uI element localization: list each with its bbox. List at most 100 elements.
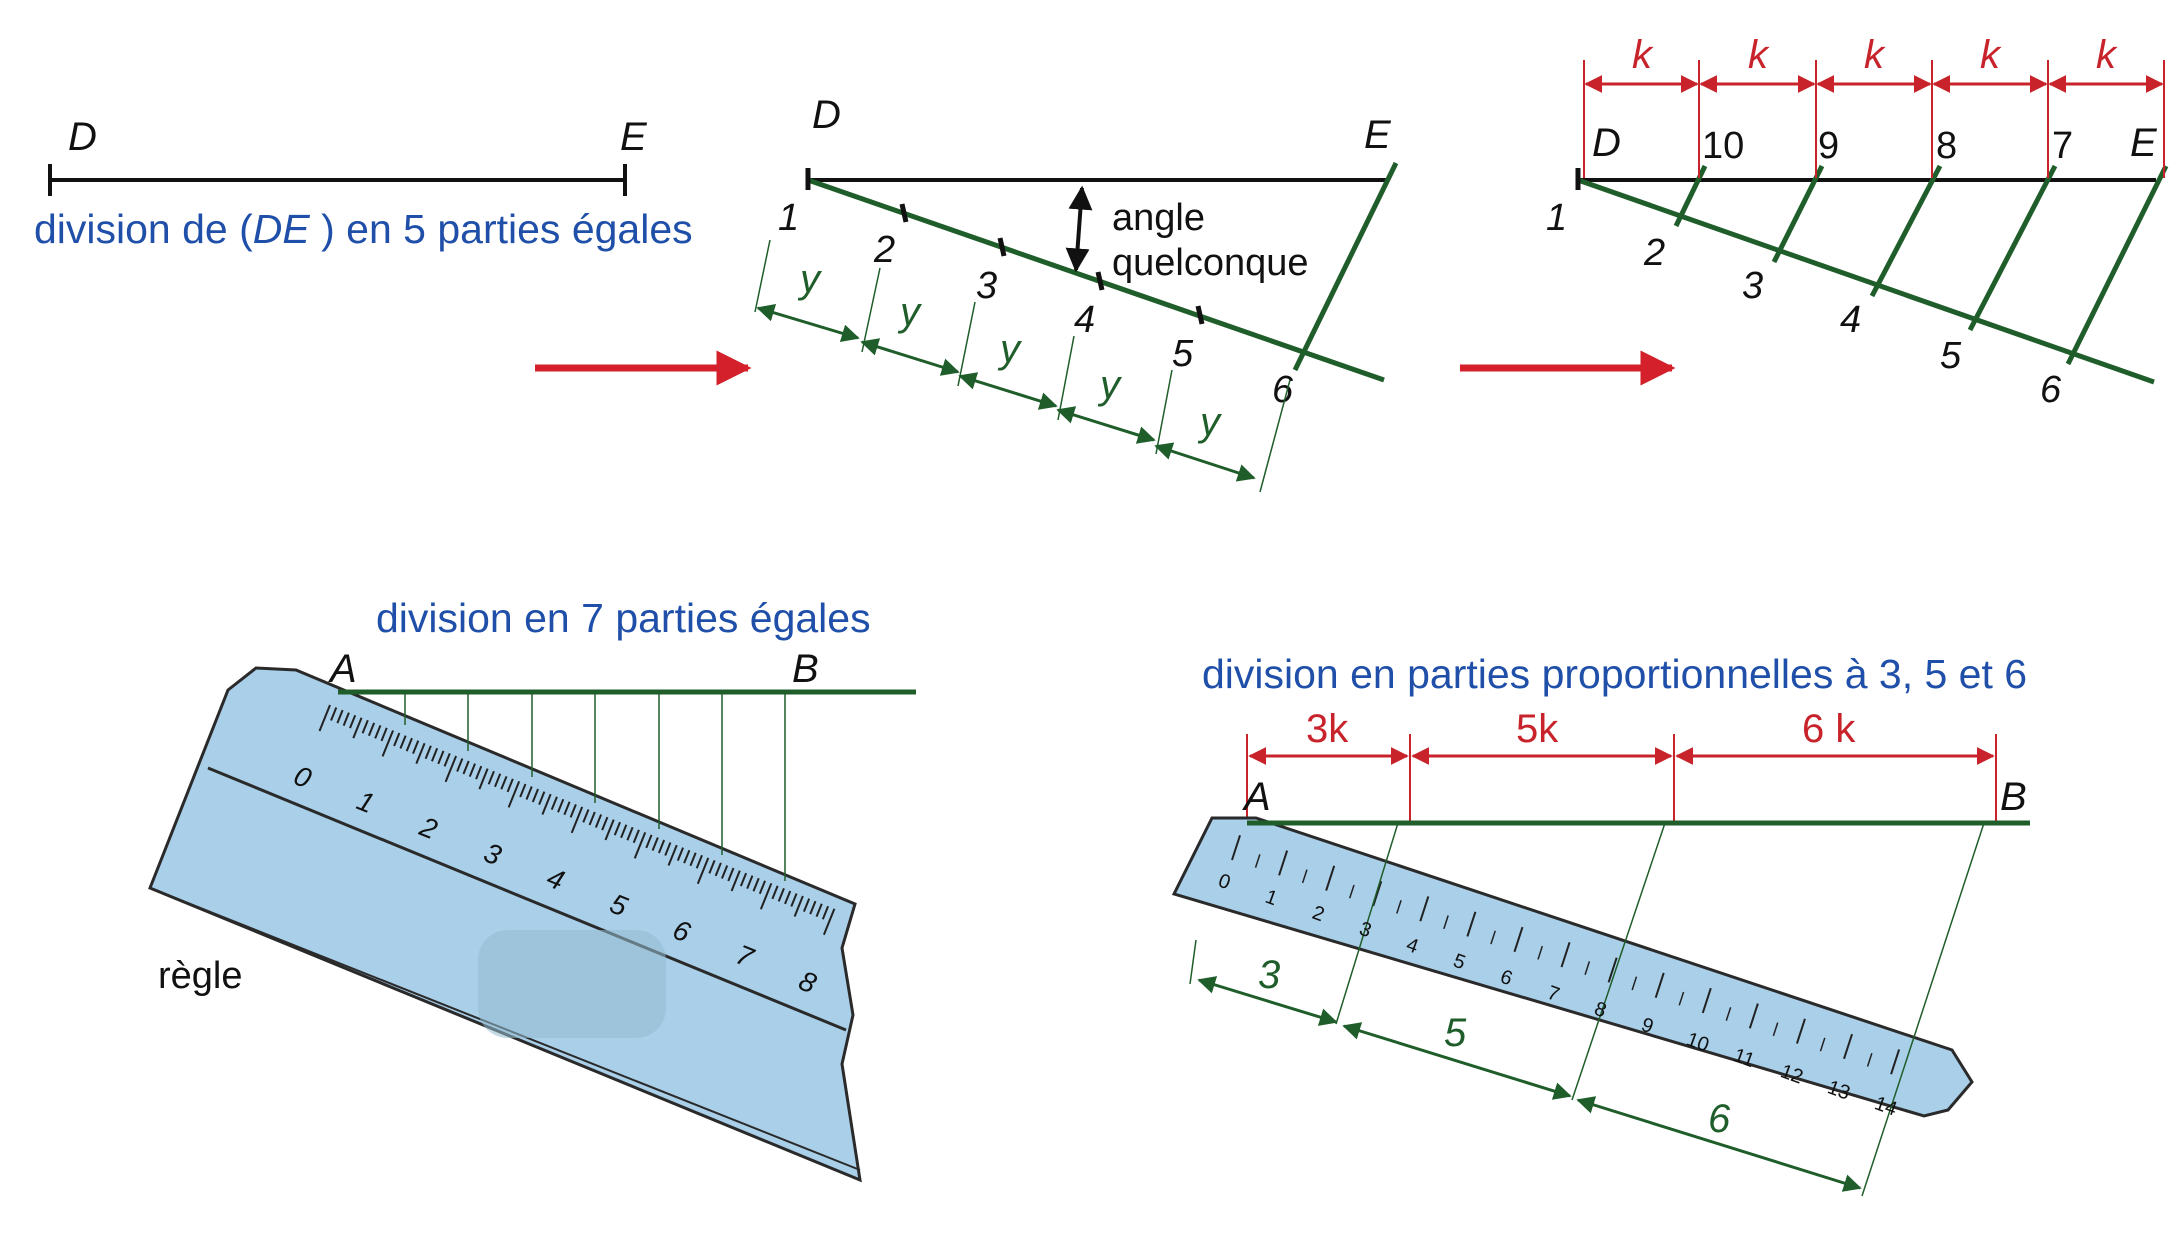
ruler-1-tick <box>478 768 489 790</box>
ruler-1-tick <box>462 760 470 775</box>
ruler-2-tick-half <box>1443 915 1449 930</box>
ruler-2-tick-half <box>1584 961 1591 975</box>
point-2-3: 2 <box>1643 232 1665 274</box>
panel-seven-parts: division en 7 parties égales A B 0 1 2 3… <box>148 595 916 1183</box>
point-5: 5 <box>1172 333 1194 375</box>
caption-division-de: division de (DE ) en 5 parties égales <box>34 206 693 252</box>
angle-label-1: angle <box>1112 197 1205 239</box>
label-e-2: E <box>1364 113 1392 157</box>
ruler-2-tick <box>1419 896 1430 922</box>
k-label-4: k <box>1980 33 2002 77</box>
ruler-1-tick <box>730 870 741 892</box>
ruler-1-tick <box>415 742 426 764</box>
label-d-2: D <box>812 93 841 137</box>
ruler-2-tick <box>1513 926 1524 953</box>
ruler-1-tick <box>550 796 558 811</box>
ruler-2-projection-3 <box>1335 822 1399 1025</box>
top-num-8: 8 <box>1936 125 1957 167</box>
ruler-2-tick-half <box>1301 869 1308 884</box>
label-5k: 5k <box>1516 707 1559 751</box>
label-b-2: B <box>2000 775 2027 819</box>
y-arrow-1 <box>756 304 860 342</box>
ruler-2-projections <box>1335 822 1985 1197</box>
ruler-1-tick <box>689 852 697 867</box>
ruler-1-tick <box>664 842 672 856</box>
angle-arrow <box>1065 185 1093 273</box>
point-2: 2 <box>873 229 895 271</box>
ruler-1-tick <box>431 747 439 762</box>
ruler-1-tick <box>613 821 621 836</box>
ruler-2-numbers: 0 1 2 3 4 5 6 7 8 9 10 11 12 13 14 <box>1215 870 1900 1121</box>
ruler-1-tick <box>604 819 615 841</box>
y-label-3: y <box>997 327 1023 371</box>
ruler-2-tick <box>1560 942 1571 968</box>
point-4: 4 <box>1074 299 1095 341</box>
ruler-2-tick-half <box>1537 945 1544 960</box>
parallel-5 <box>1967 164 2058 332</box>
tick-3 <box>997 237 1007 257</box>
label-e-3: E <box>2130 121 2158 165</box>
proj-1 <box>754 239 771 313</box>
ruler-1-tick <box>777 888 785 902</box>
ruler-1-tick <box>519 783 527 798</box>
ruler-1-tick <box>683 849 691 864</box>
label-3k: 3k <box>1306 707 1349 751</box>
ruler-1-tick <box>569 803 577 818</box>
ruler-2-tick-half <box>1348 884 1355 899</box>
ruler-1-tick <box>336 709 344 724</box>
ruler-2-tick <box>1466 911 1477 937</box>
proj-3 <box>957 301 976 387</box>
ruler-2-tick <box>1325 865 1336 891</box>
ruler-2-projection-8 <box>1571 822 1666 1101</box>
ruler-2-tick <box>1795 1018 1806 1044</box>
ruler-2-tick-half <box>1678 991 1685 1006</box>
top-num-10: 10 <box>1702 125 1744 167</box>
ruler-1-bevel <box>207 766 847 1032</box>
ruler-1-tick <box>330 707 338 721</box>
label-a-2: A <box>1242 775 1271 819</box>
y-arrow-5 <box>1154 442 1256 482</box>
ruler-1-tick <box>456 758 464 772</box>
k-label-2: k <box>1748 33 1770 77</box>
ruler-1-tick <box>645 834 653 849</box>
angle-label-2: quelconque <box>1112 242 1309 284</box>
k-label-3: k <box>1864 33 1886 77</box>
ruler-1-tick <box>815 903 823 918</box>
ruler-2-tick <box>1372 880 1383 907</box>
ruler-1-tick <box>784 890 792 905</box>
panel-segment-de: D E division de (DE ) en 5 parties égale… <box>34 115 693 252</box>
ruler-1-tick <box>393 732 401 747</box>
ruler-1-tick <box>507 781 521 808</box>
ruler-1-tick <box>352 717 363 739</box>
ruler-1-tick <box>443 753 451 767</box>
ruler-1-tick <box>538 791 546 805</box>
ruler-1-tick <box>809 900 817 915</box>
ruler-2-tick-half <box>1819 1037 1826 1052</box>
ruler-1-tick <box>822 908 836 936</box>
ruler-1-tick <box>620 824 628 839</box>
ruler-1-tick <box>821 905 830 920</box>
ruler-1-tick <box>601 816 609 831</box>
ruler-1-tick <box>487 770 495 785</box>
ruler-1-tick <box>424 745 432 760</box>
point-6-3: 6 <box>2040 369 2062 411</box>
panel-proportional: division en parties proportionnelles à 3… <box>1171 651 2030 1197</box>
ruler-2-tick <box>1607 957 1618 983</box>
ruler-1-tick <box>361 719 369 734</box>
k-label-1: k <box>1632 33 1654 77</box>
ruler-1-tick <box>746 875 754 890</box>
ruler-1-tick <box>541 793 552 815</box>
y-label-4: y <box>1097 363 1123 407</box>
ruler-1-tick <box>563 801 571 816</box>
ruler-1-smudge <box>478 930 666 1038</box>
ruler-1-tick <box>374 725 382 739</box>
ruler-1-tick <box>349 714 357 729</box>
y-label-2: y <box>897 290 923 334</box>
proj-6 <box>1259 379 1291 493</box>
ruler-2-tick-half <box>1490 930 1496 945</box>
ruler-1-tick <box>771 885 779 900</box>
ruler-caption: règle <box>158 955 243 997</box>
green-label-5: 5 <box>1444 1011 1467 1055</box>
proj-5 <box>1155 369 1173 455</box>
panel-construction: D E 1 2 3 4 5 6 angle quelconque y y y y… <box>754 93 1399 493</box>
